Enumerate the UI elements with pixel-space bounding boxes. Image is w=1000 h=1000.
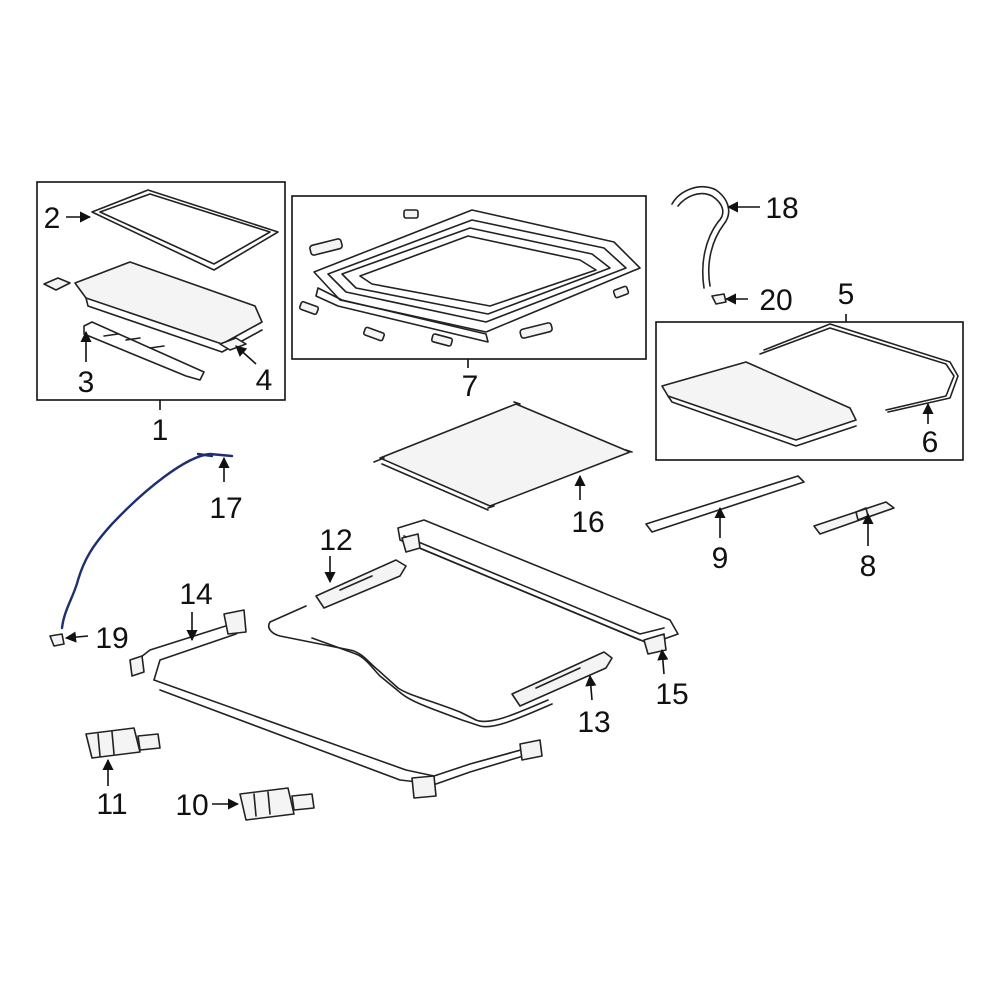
front-rail-part-14 — [129, 609, 543, 799]
callout-5: 5 — [838, 278, 855, 311]
callout-13: 13 — [577, 706, 610, 739]
hose-clip-part-19 — [49, 633, 65, 647]
callout-17: 17 — [209, 492, 242, 525]
bracket-part-12 — [315, 559, 407, 609]
leader-lines — [64, 201, 934, 810]
drain-hose-part-18 — [671, 186, 730, 289]
callout-15: 15 — [655, 678, 688, 711]
callout-10: 10 — [175, 789, 208, 822]
callout-1: 1 — [152, 414, 169, 447]
rear-glass-panel — [661, 361, 857, 447]
callout-18: 18 — [765, 192, 798, 225]
callout-12: 12 — [319, 524, 352, 557]
motor-part-11 — [85, 727, 161, 759]
sunroof-frame-part-7 — [313, 209, 641, 343]
clip-part-4 — [219, 337, 247, 351]
callout-6: 6 — [922, 426, 939, 459]
rear-glass-seal — [759, 323, 959, 413]
glass-clip-left — [43, 277, 71, 291]
callout-4: 4 — [256, 364, 273, 397]
hose-clip-part-20 — [711, 293, 727, 305]
callout-16: 16 — [571, 506, 604, 539]
frame-drain-pads — [298, 209, 630, 347]
callout-11: 11 — [96, 788, 127, 821]
group-box-7 — [291, 195, 647, 368]
drain-hose-part-17 — [60, 452, 234, 630]
callout-7: 7 — [462, 370, 479, 403]
callout-9: 9 — [712, 542, 729, 575]
track-rail-part-15 — [397, 519, 679, 655]
group-box-1 — [36, 181, 286, 410]
callout-2: 2 — [44, 202, 61, 235]
callout-labels: 1 2 3 4 5 6 7 8 9 10 11 12 13 14 15 16 1… — [44, 192, 939, 822]
callout-20: 20 — [759, 284, 792, 317]
guide-part-8 — [813, 501, 895, 535]
callout-19: 19 — [95, 622, 128, 655]
motor-part-10 — [239, 787, 315, 821]
bracket-part-13 — [511, 651, 613, 707]
weatherstrip-part-9 — [645, 475, 805, 533]
callout-3: 3 — [78, 366, 95, 399]
callout-14: 14 — [179, 578, 212, 611]
group-box-5 — [655, 314, 964, 461]
cable-assembly — [267, 605, 553, 728]
sunshade-part-16 — [373, 401, 633, 511]
callout-8: 8 — [860, 550, 877, 583]
glass-seal-part-2 — [91, 189, 279, 271]
